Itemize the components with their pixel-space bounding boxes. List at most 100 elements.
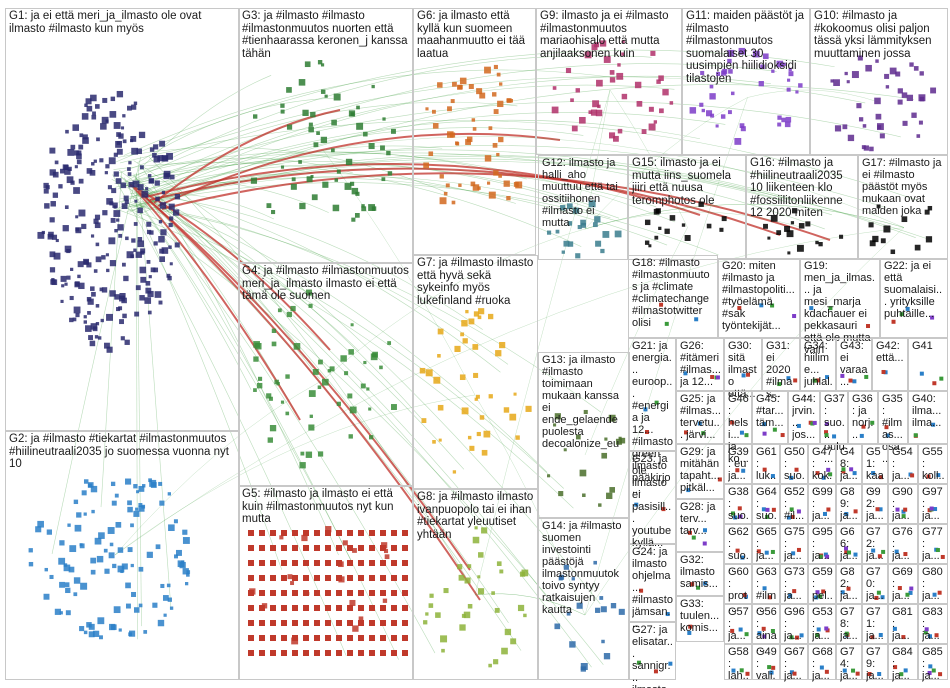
group-box-g61: G61: luk... [752, 444, 780, 494]
group-label-g9: G9: ilmasto ja ei #ilmasto #ilmastonmuut… [540, 10, 672, 60]
group-label-g46: G46: helsi... ja ko... [728, 393, 749, 465]
group-box-g40: G40: ilma... ilma... [908, 391, 948, 444]
group-label-g22: G22: ja ei että suomalaisi... yrityksill… [884, 260, 943, 320]
group-box-g45: G45: #tar... täm... [752, 391, 788, 444]
group-box-g73: G73: ja... [780, 564, 808, 604]
group-box-g10: G10: #ilmasto ja #kokoomus olisi paljon … [810, 8, 948, 155]
group-box-g13: G13: ja ilmasto #ilmasto toimimaan mukaa… [538, 352, 630, 518]
group-box-g31: G31: ei 2020 #ilmas... [762, 338, 800, 400]
group-label-g62: G62: suo... [728, 526, 749, 574]
group-box-g42: G42: että... [872, 338, 908, 391]
group-label-g84: G84: ja... [892, 646, 913, 682]
group-box-g57: G57: ja... [724, 604, 752, 644]
group-box-g74: G74: ja... [836, 644, 862, 682]
group-label-g75: G75: ja... [784, 526, 805, 562]
group-label-g28: G28: ja terv... tarv... [680, 501, 719, 537]
group-box-g90: G90: ja... [888, 484, 918, 524]
group-box-g52: G52: #il... [780, 484, 808, 524]
group-label-g89: G89: ja... [840, 486, 858, 522]
group-box-g46: G46: helsi... ja ko... [724, 391, 752, 465]
group-box-g83: G83: ja... [918, 604, 948, 644]
group-label-g36: G36: ja norj... [852, 393, 874, 441]
group-label-g45: G45: #tar... täm... [756, 393, 784, 429]
group-box-g85: G85: ja... [918, 644, 948, 682]
group-label-g5: G5: #ilmasto ja ilmasto ei että kuin #il… [242, 488, 397, 525]
group-box-g9: G9: ilmasto ja ei #ilmasto #ilmastonmuut… [536, 8, 682, 155]
group-box-g30: G30: sitä ilmasto että... [724, 338, 762, 400]
group-box-g89: G89: ja... [836, 484, 862, 524]
group-label-g15: G15: ilmasto ja ei mutta iins_suomela ji… [632, 157, 735, 207]
group-box-g23: G23: ja ole ilmasto ei pasisill... youtu… [628, 451, 676, 549]
group-label-g43: G43: ei varaa... [840, 340, 868, 388]
group-box-g48: G48: ja... [836, 444, 862, 484]
group-label-g95: G95: ja... [812, 526, 833, 562]
group-label-g47: G47: kok... [812, 446, 833, 494]
group-box-g47: G47: kok... [808, 444, 836, 494]
group-label-g60: G60: prot... [728, 566, 749, 614]
group-label-g76: G76: ja... [892, 526, 913, 562]
group-label-g48: G48: ja... [840, 446, 858, 482]
group-box-g62: G62: suo... [724, 524, 752, 574]
group-box-g65: G65: ja... [752, 524, 780, 564]
group-box-g67: G67: ja... [780, 644, 808, 682]
group-box-g37: G37: suo... oulu... [820, 391, 848, 465]
group-box-g24: G24: ja ilmasto ohjelma... #ilmasto jäms… [628, 544, 676, 630]
group-box-g1: G1: ja ei että meri_ja_ilmasto ole ovat … [5, 8, 240, 431]
group-box-g41: G41 [908, 338, 948, 391]
group-box-g78: G78: ja... [836, 604, 862, 644]
group-box-g72: G72: ja... [862, 524, 888, 564]
group-label-g66: G66: ja... [840, 526, 858, 562]
group-box-g70: G70: ja... [862, 564, 888, 604]
group-label-g57: G57: ja... [728, 606, 749, 642]
group-label-g19: G19: men_ja_ilmas... ja mesi_marja kdach… [804, 260, 875, 356]
group-label-g38: G38: suo... [728, 486, 749, 534]
group-box-g17: G17: #ilmasto ja ei #ilmasto päästöt myö… [858, 155, 948, 260]
group-box-g28: G28: ja terv... tarv... [676, 499, 724, 552]
group-label-g20: G20: miten #ilmasto ja #ilmastopoliti...… [722, 260, 795, 332]
group-label-g90: G90: ja... [892, 486, 913, 522]
group-label-g14: G14: ja #ilmasto suomen investointi pääs… [542, 520, 625, 616]
group-label-g65: G65: ja... [756, 526, 777, 562]
group-box-g43: G43: ei varaa... [836, 338, 872, 391]
group-label-g56: G56: aina... [756, 606, 777, 654]
group-box-g69: G69: ja... [888, 564, 918, 604]
group-label-g63: G63: #ilm... [756, 566, 777, 614]
group-label-g27: G27: ja elisatar... sannigr... ilmasto..… [632, 624, 673, 688]
group-box-g4: G4: ja #ilmasto #ilmastonmuutos meri_ja_… [238, 263, 413, 486]
group-label-g41: G41 [912, 340, 933, 352]
group-label-g12: G12: ilmasto ja halli_aho muuttuu että t… [542, 157, 621, 229]
group-label-g49: G49: vali... [756, 646, 777, 688]
group-box-g79: G79: ja... [862, 644, 888, 682]
group-label-g55: G55: koll... [922, 446, 945, 494]
group-label-g3: G3: ja #ilmasto #ilmasto #ilmastonmuutos… [242, 10, 408, 60]
group-box-g44: G44: jrvin... jos... [788, 391, 820, 444]
group-box-g64: G64: suo... [752, 484, 780, 534]
group-box-g68: G68: ja... [808, 644, 836, 682]
group-box-g50: G50: suo... [780, 444, 808, 494]
group-box-g25: G25: ja #ilmas... tervetu... järvi... [676, 391, 724, 444]
group-label-g6: G6: ja ilmasto että kyllä kun suomeen ma… [417, 10, 529, 60]
group-label-g85: G85: ja... [922, 646, 943, 682]
group-box-g6: G6: ja ilmasto että kyllä kun suomeen ma… [413, 8, 536, 255]
group-box-g54: G54: ja... [888, 444, 918, 484]
group-label-g58: G58: lah... [728, 646, 749, 688]
group-label-g71: G71: ja... [866, 606, 884, 642]
group-label-g11: G11: maiden päästöt ja #ilmasto #ilmasto… [686, 10, 807, 85]
group-label-g96: G96: ja... [784, 606, 805, 642]
group-label-g97: G97: ja... [922, 486, 943, 522]
group-box-g5: G5: #ilmasto ja ilmasto ei että kuin #il… [238, 486, 413, 680]
group-label-g8: G8: ja #ilmasto ilmasto ivanpuopolo tai … [417, 491, 534, 541]
group-label-g78: G78: ja... [840, 606, 858, 642]
group-label-g39: G39: eu ja... [728, 446, 749, 482]
group-label-g7: G7: ja #ilmasto ilmasto että hyvä sekä s… [417, 257, 534, 307]
group-label-g26: G26: #itämeri #ilmas... ja 12... [680, 340, 721, 388]
group-box-g99: G99: ja... [808, 484, 836, 524]
group-label-g44: G44: jrvin... jos... [792, 393, 816, 441]
group-label-g99: G99: ja... [812, 486, 833, 522]
group-label-g23: G23: ja ole ilmasto ei pasisill... youtu… [632, 453, 672, 549]
group-box-g97: G97: ja... [918, 484, 948, 524]
group-box-g92: G92: ja... [862, 484, 888, 524]
group-label-g69: G69: ja... [892, 566, 913, 602]
group-label-g67: G67: ja... [784, 646, 805, 682]
